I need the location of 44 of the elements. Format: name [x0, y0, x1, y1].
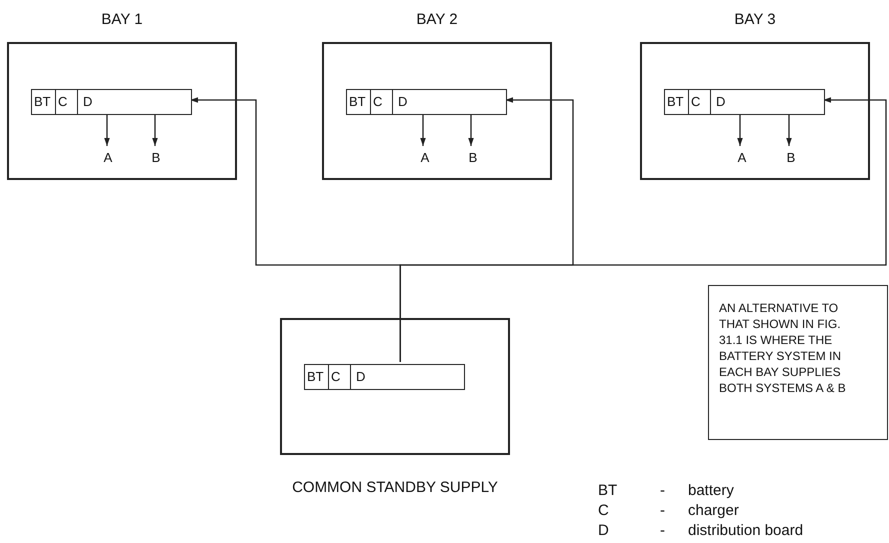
- strip-cell: BT: [347, 90, 371, 114]
- strip-cell: BT: [305, 365, 329, 389]
- box-heading: BAY 3: [733, 11, 777, 28]
- key-dash: -: [660, 522, 666, 540]
- output-label: A: [100, 149, 116, 167]
- output-label: A: [417, 149, 433, 167]
- equipment-strip: [31, 89, 192, 115]
- key-meaning: battery: [688, 482, 734, 500]
- key-meaning: charger: [688, 502, 739, 520]
- box-heading: BAY 2: [415, 11, 459, 28]
- strip-cell-text: D: [355, 368, 366, 386]
- connector-arrow: [737, 113, 743, 146]
- connector-arrow: [400, 97, 887, 362]
- box-heading: COMMON STANDBY SUPPLY: [291, 479, 499, 496]
- connector-arrow: [420, 113, 426, 146]
- key-abbreviation: BT: [598, 482, 618, 500]
- key-dash: -: [660, 502, 666, 520]
- note-text: AN ALTERNATIVE TO THAT SHOWN IN FIG. 31.1 IS WHERE THE BATTERY SYSTEM IN EACH BAY SUPPLIES BOTH SYSTEMS A & B: [719, 301, 846, 395]
- strip-cell: C: [329, 365, 351, 389]
- output-label: A: [734, 149, 750, 167]
- connector-arrow: [104, 113, 110, 146]
- equipment-strip: [346, 89, 507, 115]
- equipment-strip: [664, 89, 825, 115]
- key-meaning: distribution board: [688, 522, 804, 540]
- note-box: [708, 285, 888, 440]
- connector-arrow: [786, 113, 792, 146]
- equipment-strip: [304, 364, 465, 390]
- strip-cell-text: D: [397, 93, 408, 111]
- key-dash: -: [660, 482, 666, 500]
- strip-cell-text: D: [82, 93, 94, 111]
- strip-cell: C: [689, 90, 711, 114]
- strip-cell: BT: [32, 90, 56, 114]
- key-abbreviation: D: [598, 522, 610, 540]
- strip-cell: C: [56, 90, 78, 114]
- key-abbreviation: C: [598, 502, 610, 520]
- strip-cell-text: D: [715, 93, 726, 111]
- connector-arrow: [468, 113, 474, 146]
- box-heading: BAY 1: [100, 11, 144, 28]
- output-label: B: [148, 149, 164, 167]
- strip-cell: C: [371, 90, 393, 114]
- strip-cell: BT: [665, 90, 689, 114]
- output-label: B: [465, 149, 481, 167]
- output-label: B: [783, 149, 799, 167]
- connector-arrow: [152, 113, 158, 146]
